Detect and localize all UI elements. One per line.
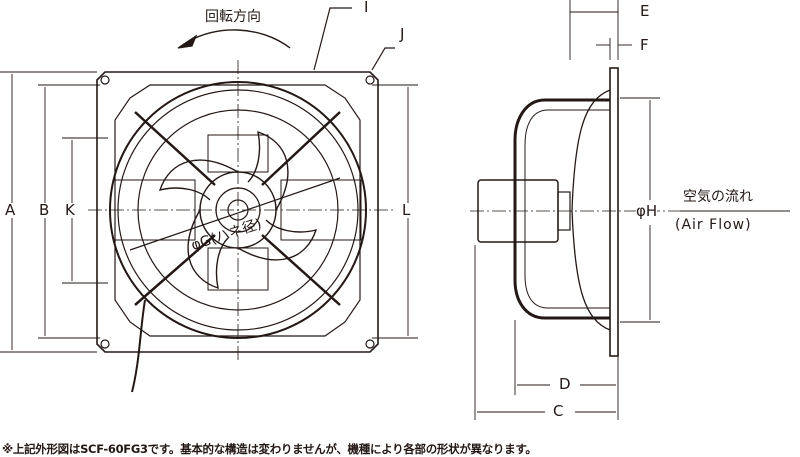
guard-arc: [513, 98, 610, 320]
dim-label-d: D: [559, 375, 571, 393]
dim-label-a: A: [5, 201, 16, 219]
dim-label-c: C: [553, 402, 564, 420]
dim-label-j: J: [400, 25, 405, 43]
dim-label-h: φH: [636, 202, 658, 220]
dim-label-b: B: [39, 201, 50, 219]
rotation-direction-label: 回転方向: [205, 9, 261, 25]
dim-label-e: E: [640, 2, 650, 20]
mounting-plate: [96, 71, 379, 353]
front-view: [0, 7, 418, 393]
footnote: ※上記外形図はSCF-60FG3です。基本的な構造は変わりませんが、機種により各…: [2, 442, 537, 456]
dim-label-k: K: [65, 201, 75, 219]
dim-label-l: L: [402, 201, 411, 219]
airflow-label-jp: 空気の流れ: [683, 189, 753, 205]
dim-label-i: I: [364, 0, 369, 16]
side-view: [470, 0, 790, 420]
airflow-label-en: (Air Flow): [675, 217, 752, 233]
flange: [609, 67, 619, 357]
dim-label-f: F: [640, 36, 649, 54]
